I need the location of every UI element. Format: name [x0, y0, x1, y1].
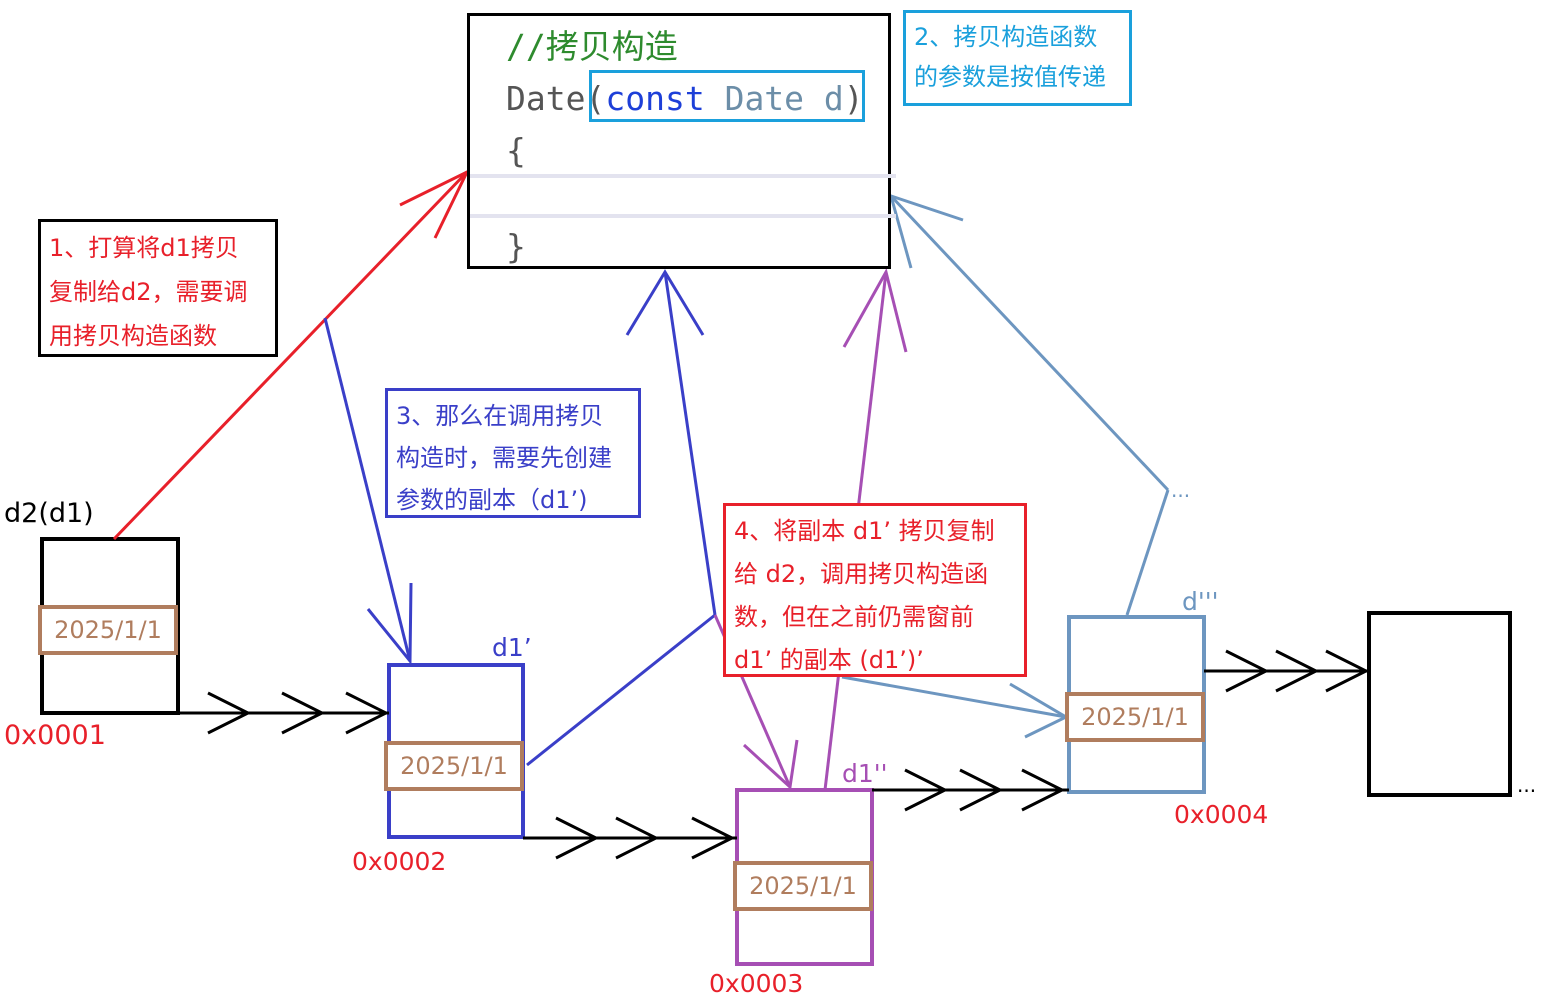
note-step-2: 2、拷贝构造函数 的参数是按值传递 — [903, 10, 1132, 106]
copy-constructor-code: //拷贝构造 Date(const Date d) { } — [467, 13, 896, 269]
address-d1-copy2: 0x0003 — [709, 969, 804, 998]
address-d2: 0x0001 — [4, 720, 106, 751]
code-highlight-line-top — [470, 174, 896, 178]
code-open-brace: { — [506, 131, 526, 170]
ellipsis-steel: ... — [1171, 478, 1191, 502]
code-close-brace: } — [506, 227, 526, 266]
sig-param: Date d — [704, 79, 844, 118]
address-d1-copy: 0x0002 — [352, 847, 447, 876]
steel-arrows — [841, 193, 1170, 739]
ellipsis-end: ... — [1517, 773, 1537, 797]
address-d1-copy3: 0x0004 — [1174, 800, 1269, 829]
code-comment: //拷贝构造 — [506, 27, 678, 66]
note-step-4: 4、将副本 d1’ 拷贝复制 给 d2，调用拷贝构造函 数，但在之前仍需窗前 d… — [723, 503, 1027, 677]
date-value-d1-copy3: 2025/1/1 — [1065, 692, 1205, 742]
object-box-next — [1367, 611, 1512, 797]
date-value-d1-copy2: 2025/1/1 — [733, 861, 873, 911]
object-label-d1-copy3: d''' — [1182, 587, 1219, 616]
code-highlight-line-bottom — [470, 214, 896, 218]
sig-keyword: const — [605, 79, 705, 118]
chain-arrows — [178, 649, 1370, 860]
object-label-d2: d2(d1) — [4, 498, 94, 529]
note-step-1: 1、打算将d1拷贝 复制给d2，需要调 用拷贝构造函数 — [38, 219, 278, 357]
object-label-d1-copy: d1’ — [492, 633, 532, 662]
code-signature: Date(const Date d) — [506, 82, 864, 115]
param-highlight-box — [589, 70, 865, 122]
date-value-d1-copy: 2025/1/1 — [384, 741, 524, 791]
sig-close-paren: ) — [843, 79, 864, 118]
date-value-d2: 2025/1/1 — [38, 605, 178, 655]
note-step-3: 3、那么在调用拷贝 构造时，需要先创建 参数的副本（d1’) — [385, 388, 641, 518]
blue-arrows — [323, 269, 717, 767]
object-label-d1-copy2: d1'' — [842, 759, 888, 788]
sig-type: Date — [506, 79, 586, 118]
